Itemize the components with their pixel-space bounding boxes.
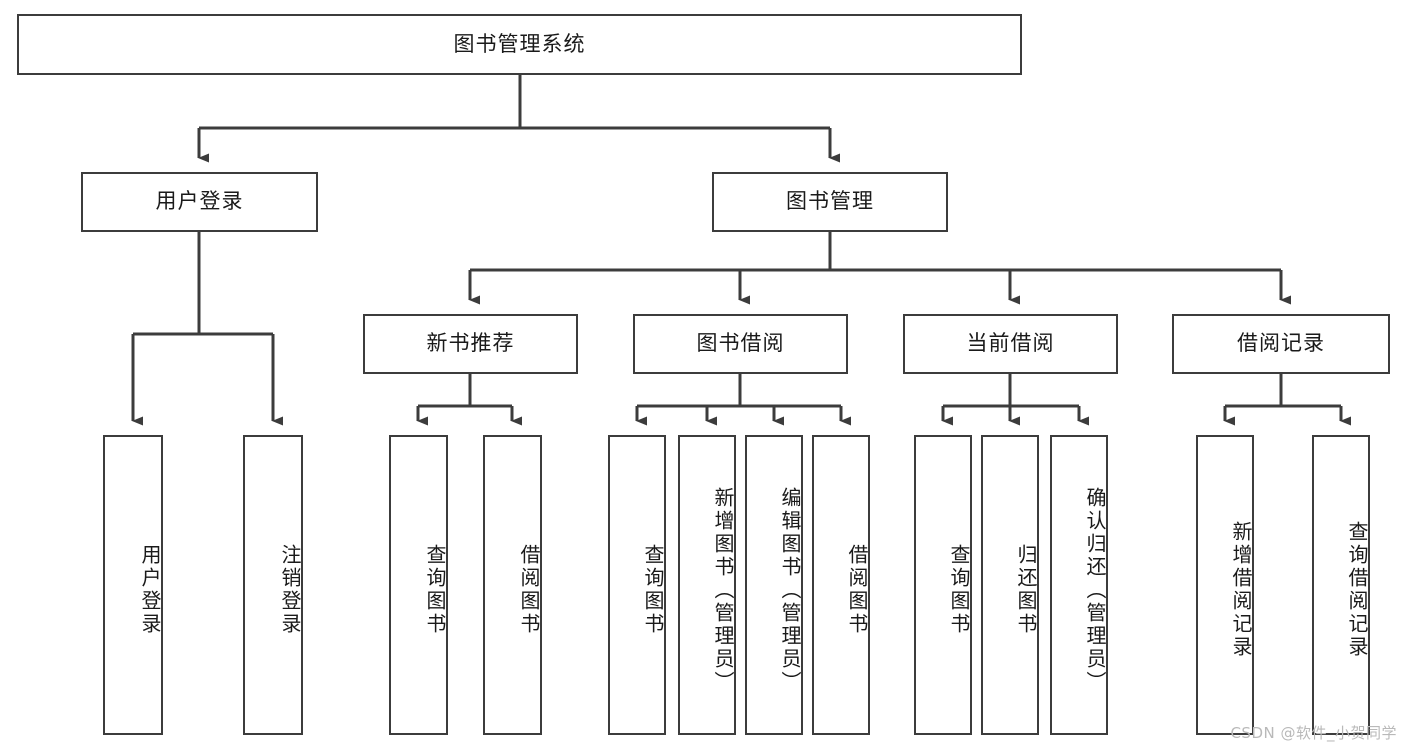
node-leaf-borrow-book-2[interactable]: 借阅图书 <box>812 435 870 735</box>
node-leaf-borrow-book-1[interactable]: 借阅图书 <box>483 435 542 735</box>
node-leaf-add-book-label: 新增图书（管理员） <box>711 486 735 694</box>
node-leaf-return-book-label: 归还图书 <box>1014 544 1038 636</box>
node-leaf-confirm-return[interactable]: 确认归还（管理员） <box>1050 435 1108 735</box>
node-borrow-record[interactable]: 借阅记录 <box>1172 314 1390 374</box>
node-user-login-label: 用户登录 <box>155 189 244 214</box>
node-leaf-edit-book-label: 编辑图书（管理员） <box>778 486 802 694</box>
node-borrow-record-label: 借阅记录 <box>1237 331 1325 356</box>
node-leaf-add-book[interactable]: 新增图书（管理员） <box>678 435 736 735</box>
node-leaf-query-record-label: 查询借阅记录 <box>1345 521 1369 659</box>
node-leaf-query-book-1[interactable]: 查询图书 <box>389 435 448 735</box>
node-leaf-borrow-book-1-label: 借阅图书 <box>517 544 541 636</box>
node-leaf-query-record[interactable]: 查询借阅记录 <box>1312 435 1370 735</box>
node-new-book-recommend-label: 新书推荐 <box>426 331 515 356</box>
node-book-borrow-label: 图书借阅 <box>696 331 785 356</box>
node-leaf-query-book-1-label: 查询图书 <box>423 544 447 636</box>
node-book-manage-label: 图书管理 <box>786 189 874 214</box>
node-leaf-logout[interactable]: 注销登录 <box>243 435 303 735</box>
node-leaf-add-record[interactable]: 新增借阅记录 <box>1196 435 1254 735</box>
node-leaf-confirm-return-label: 确认归还（管理员） <box>1083 486 1107 694</box>
node-leaf-query-book-2-label: 查询图书 <box>641 544 665 636</box>
node-user-login[interactable]: 用户登录 <box>81 172 318 232</box>
node-leaf-edit-book[interactable]: 编辑图书（管理员） <box>745 435 803 735</box>
node-current-borrow[interactable]: 当前借阅 <box>903 314 1118 374</box>
node-root[interactable]: 图书管理系统 <box>17 14 1022 75</box>
node-new-book-recommend[interactable]: 新书推荐 <box>363 314 578 374</box>
node-leaf-query-book-3-label: 查询图书 <box>947 544 971 636</box>
node-leaf-logout-label: 注销登录 <box>278 544 302 636</box>
node-leaf-user-login[interactable]: 用户登录 <box>103 435 163 735</box>
node-leaf-add-record-label: 新增借阅记录 <box>1229 521 1253 659</box>
node-book-borrow[interactable]: 图书借阅 <box>633 314 848 374</box>
node-leaf-user-login-label: 用户登录 <box>138 544 162 636</box>
node-leaf-query-book-2[interactable]: 查询图书 <box>608 435 666 735</box>
node-leaf-query-book-3[interactable]: 查询图书 <box>914 435 972 735</box>
node-root-label: 图书管理系统 <box>453 31 586 56</box>
node-current-borrow-label: 当前借阅 <box>966 331 1055 356</box>
node-leaf-return-book[interactable]: 归还图书 <box>981 435 1039 735</box>
node-leaf-borrow-book-2-label: 借阅图书 <box>845 544 869 636</box>
node-book-manage[interactable]: 图书管理 <box>712 172 948 232</box>
